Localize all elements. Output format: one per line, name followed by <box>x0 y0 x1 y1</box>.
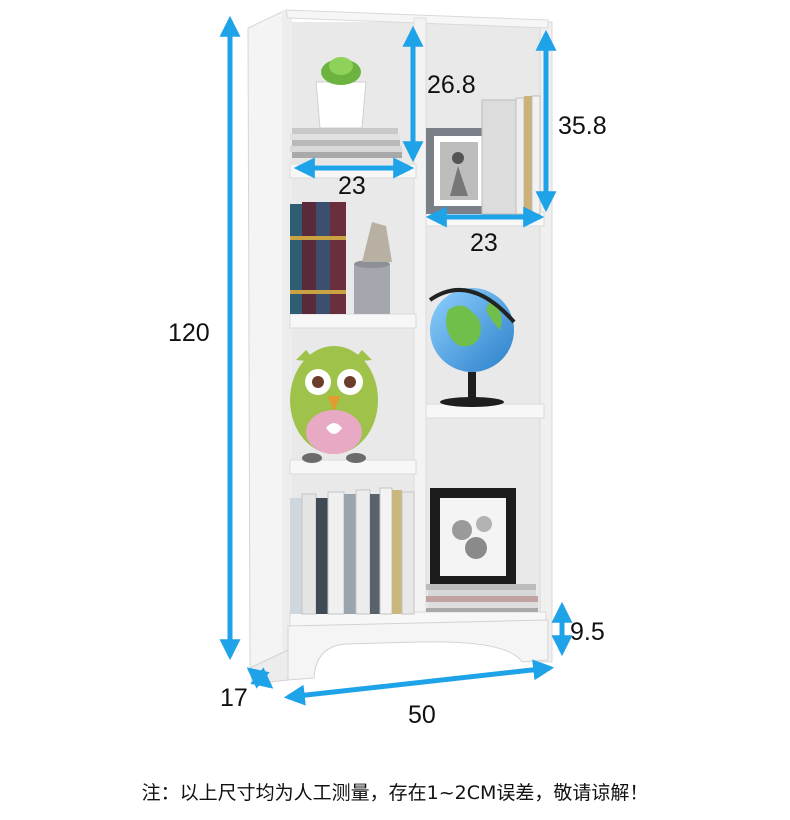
potted-plant <box>315 57 367 129</box>
arrow-icon <box>246 667 274 689</box>
upright-books-bottom <box>290 487 415 615</box>
daisy-picture-frame <box>430 488 516 586</box>
label-top-left-height: 26.8 <box>427 71 476 99</box>
arrow-icon <box>283 659 555 706</box>
magazine-stack-bottom <box>426 584 538 612</box>
dimension-arrows <box>219 15 573 706</box>
measurement-disclaimer: 注：以上尺寸均为人工测量，存在1~2CM误差，敬请谅解！ <box>141 782 649 804</box>
globe <box>428 287 516 407</box>
upright-books-top <box>481 95 541 215</box>
label-base-height: 9.5 <box>570 618 605 646</box>
pencil-cup <box>354 222 392 314</box>
label-total-width: 50 <box>408 701 436 729</box>
photo-frame <box>426 128 492 214</box>
owl-plush <box>290 346 378 463</box>
upright-books-mid <box>290 202 346 314</box>
label-top-left-width: 23 <box>338 172 366 200</box>
label-top-right-height: 35.8 <box>558 112 607 140</box>
label-total-height: 120 <box>168 319 210 347</box>
label-depth: 17 <box>220 684 248 712</box>
label-top-right-width: 23 <box>470 229 498 257</box>
magazine-stack <box>290 128 402 164</box>
